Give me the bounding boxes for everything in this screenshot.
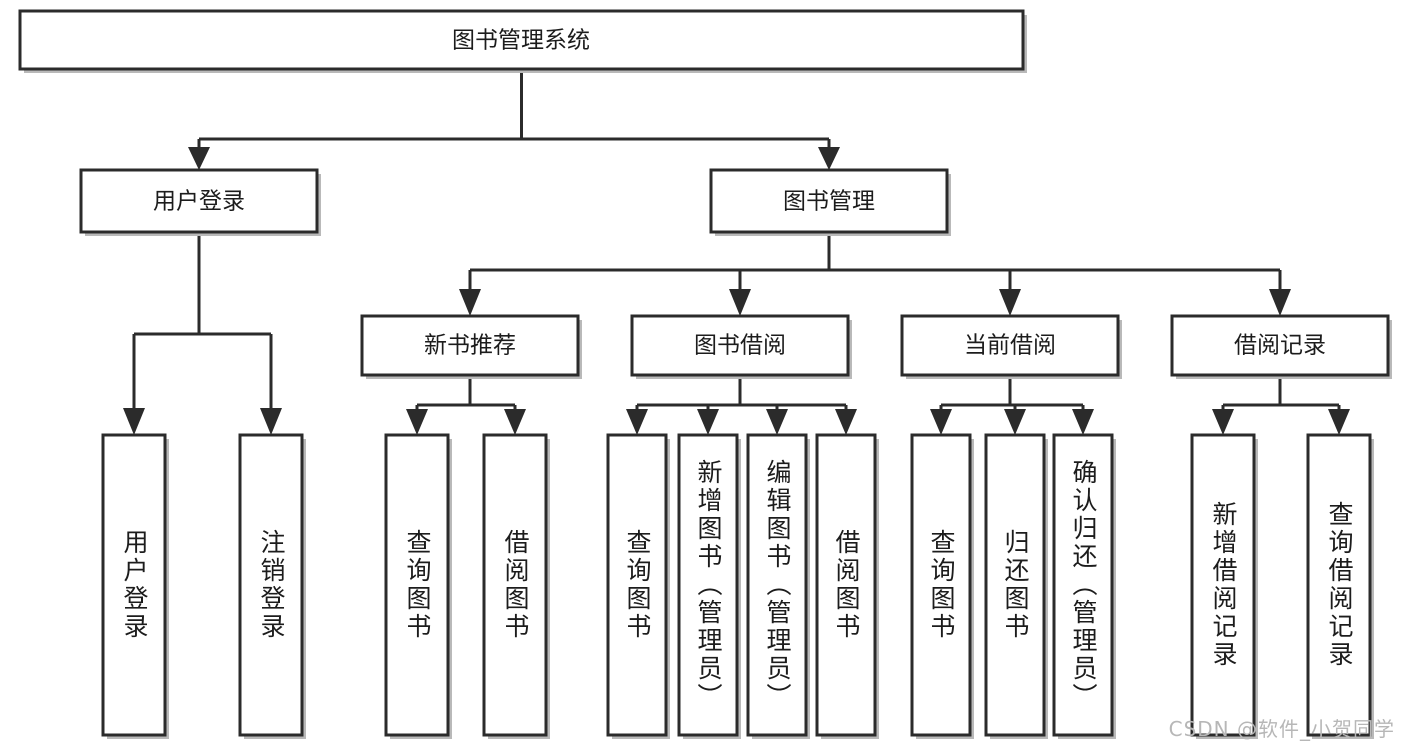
leaf-add-book-box[interactable] <box>677 433 739 737</box>
leaf-return-book-box[interactable] <box>984 433 1046 737</box>
leaf-query-book-1-box[interactable] <box>384 433 450 737</box>
arrow-leaf-user-login <box>123 408 145 435</box>
book-borrow-node-box[interactable] <box>630 314 850 377</box>
root-node-box[interactable] <box>18 9 1025 71</box>
user-login-node-box[interactable] <box>79 168 319 234</box>
user-login-node-label: 用户登录 <box>153 189 245 215</box>
arrow-leaf-query-book-3 <box>930 409 952 435</box>
root-node-label: 图书管理系统 <box>452 28 590 54</box>
arrow-new-book-recommend <box>459 289 481 316</box>
arrow-leaf-query-book-1 <box>406 409 428 435</box>
leaf-edit-book-box[interactable] <box>746 433 808 737</box>
current-borrow-node-label: 当前借阅 <box>964 333 1056 359</box>
csdn-watermark: CSDN @软件_小贺同学 <box>1168 717 1395 741</box>
arrow-to-user-login <box>188 147 210 170</box>
leaf-query-book-3-box[interactable] <box>910 433 972 737</box>
arrow-leaf-logout <box>260 408 282 435</box>
new-book-recommend-node-label: 新书推荐 <box>424 333 516 359</box>
arrow-leaf-add-record <box>1212 409 1234 435</box>
leaf-query-record-box[interactable] <box>1306 433 1372 737</box>
arrow-leaf-borrow-book-2 <box>835 409 857 435</box>
leaf-add-record-box[interactable] <box>1190 433 1256 737</box>
arrow-leaf-add-book <box>697 409 719 435</box>
node-layer: 图书管理系统 用户登录 图书管理 新书推荐 图书借阅 当前借阅 借阅记录 <box>18 9 1392 739</box>
book-manage-node-label: 图书管理 <box>783 189 875 215</box>
current-borrow-node-box[interactable] <box>900 314 1120 377</box>
arrow-current-borrow <box>999 289 1021 316</box>
arrow-leaf-edit-book <box>766 409 788 435</box>
leaf-query-book-2-box[interactable] <box>606 433 668 737</box>
borrow-record-node-box[interactable] <box>1170 314 1390 377</box>
new-book-recommend-node-box[interactable] <box>360 314 580 377</box>
leaf-box-layer <box>101 433 1374 739</box>
arrow-leaf-confirm-return <box>1072 409 1094 435</box>
arrow-to-book-manage <box>818 147 840 170</box>
borrow-record-node-label: 借阅记录 <box>1234 333 1326 359</box>
leaf-borrow-book-1-box[interactable] <box>482 433 548 737</box>
leaf-confirm-return-box[interactable] <box>1052 433 1114 737</box>
leaf-logout-box[interactable] <box>238 433 304 737</box>
book-manage-node-box[interactable] <box>709 168 949 234</box>
arrow-leaf-return-book <box>1004 409 1026 435</box>
leaf-user-login-box[interactable] <box>101 433 167 737</box>
book-borrow-node-label: 图书借阅 <box>694 333 786 359</box>
connector-layer <box>123 69 1350 435</box>
arrow-borrow-record <box>1269 289 1291 316</box>
leaf-borrow-book-2-box[interactable] <box>815 433 877 737</box>
arrow-leaf-query-record <box>1328 409 1350 435</box>
arrow-leaf-query-book-2 <box>626 409 648 435</box>
arrow-leaf-borrow-book-1 <box>504 409 526 435</box>
arrow-book-borrow <box>729 289 751 316</box>
